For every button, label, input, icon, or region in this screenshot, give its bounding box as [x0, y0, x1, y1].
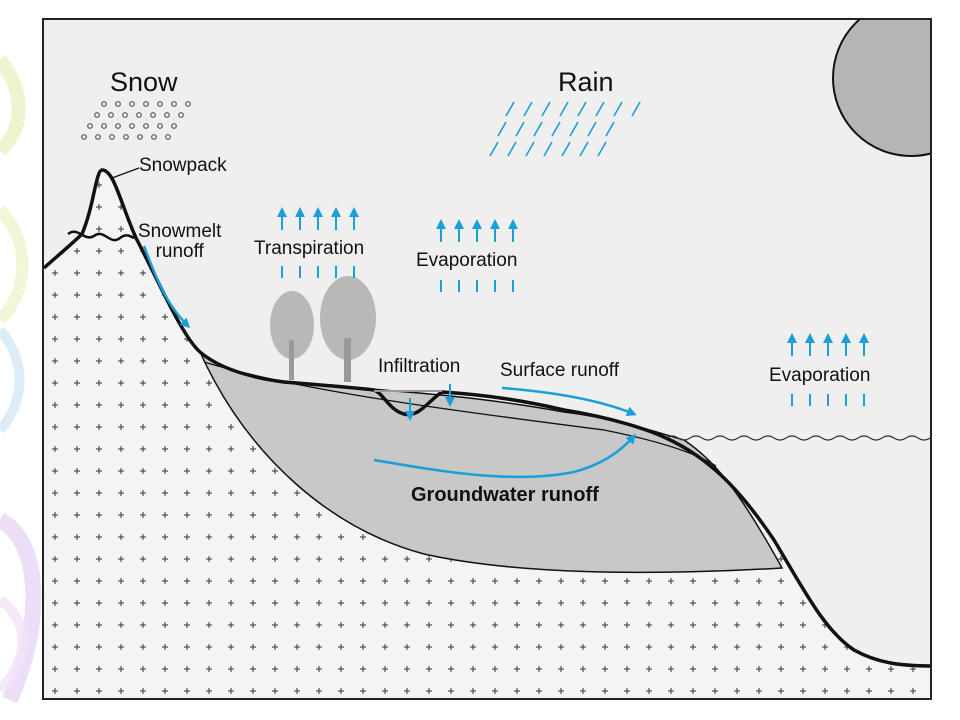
- rain-streaks: [489, 101, 641, 157]
- snowpack-label: Snowpack: [139, 155, 227, 176]
- evaporation-water-label: Evaporation: [769, 365, 871, 386]
- transpiration-label: Transpiration: [254, 238, 365, 259]
- tree-icon: [270, 276, 376, 382]
- snowmelt-runoff-label: Snowmelt runoff: [138, 221, 222, 262]
- rain-label: Rain: [558, 67, 614, 97]
- infiltration-arrows: [405, 384, 455, 421]
- water-cycle-diagram: Snow Rain Snowpack Snowmelt runoff Trans…: [42, 18, 932, 700]
- evaporation-arrows-water: [787, 333, 869, 406]
- snowpack: [67, 230, 136, 242]
- evaporation-arrows-land: [436, 219, 518, 292]
- snow-label: Snow: [110, 67, 178, 97]
- ground-surface: [44, 168, 930, 668]
- surface-runoff-arrow: [501, 386, 637, 416]
- diagram-drawing: [44, 20, 930, 698]
- surface-runoff-label: Surface runoff: [500, 360, 620, 381]
- snowflake-dots: [81, 101, 191, 140]
- sun-icon: [832, 20, 930, 157]
- lake-surface: [665, 435, 930, 441]
- evaporation-land-label: Evaporation: [416, 250, 518, 271]
- transpiration-arrows: [277, 207, 359, 278]
- groundwater-runoff-arrow: [373, 433, 636, 479]
- snowmelt-runoff-arrow: [142, 245, 191, 329]
- groundwater-runoff-label: Groundwater runoff: [411, 484, 599, 506]
- infiltration-label: Infiltration: [378, 356, 461, 377]
